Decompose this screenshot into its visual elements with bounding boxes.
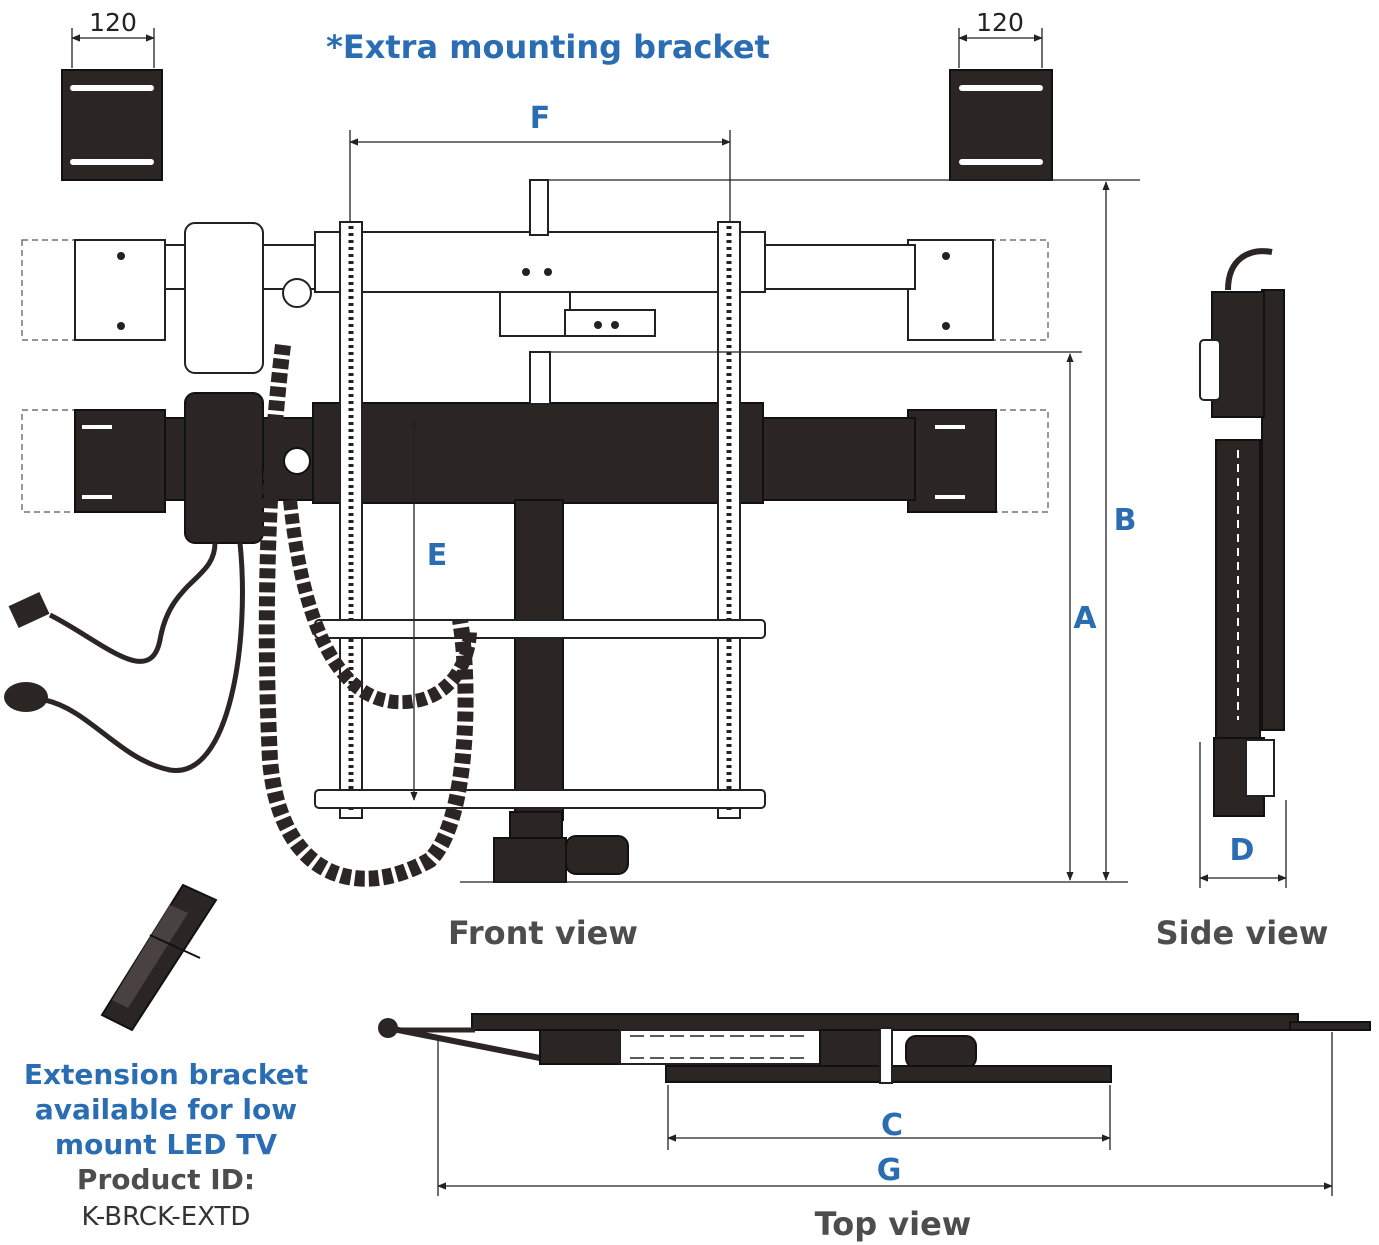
dimension-lines-a-b [548,179,1140,883]
side-view-caption: Side view [1156,914,1329,952]
extra-bracket-left-dim-label: 120 [89,8,137,37]
extension-bracket-line1: Extension bracket [24,1058,308,1091]
extra-bracket-left-dimension [71,28,155,68]
top-view-caption: Top view [815,1205,972,1243]
product-id-value: K-BRCK-EXTD [82,1202,251,1232]
front-view-caption: Front view [448,914,638,952]
extra-bracket-right-dim-label: 120 [976,8,1024,37]
dimension-label-b: B [1114,503,1137,538]
dimension-label-g: G [877,1153,902,1188]
side-view-drawing [1199,248,1287,888]
extra-bracket-title: *Extra mounting bracket [326,28,770,66]
dimension-label-a: A [1073,601,1097,636]
extra-bracket-right-dimension [958,28,1043,68]
dimension-label-d: D [1230,833,1255,868]
product-id-label: Product ID: [77,1163,255,1196]
extension-bracket-line3: mount LED TV [55,1128,277,1161]
extension-bracket-line2: available for low [35,1093,297,1126]
top-view-drawing [378,1013,1371,1196]
extra-bracket-left [61,69,163,181]
front-view-drawing [4,130,1049,887]
extra-bracket-right [949,69,1053,181]
dimension-label-c: C [881,1108,903,1143]
dimension-label-e: E [427,538,448,573]
extension-bracket-image [100,883,218,1032]
dimension-label-f: F [530,101,551,136]
